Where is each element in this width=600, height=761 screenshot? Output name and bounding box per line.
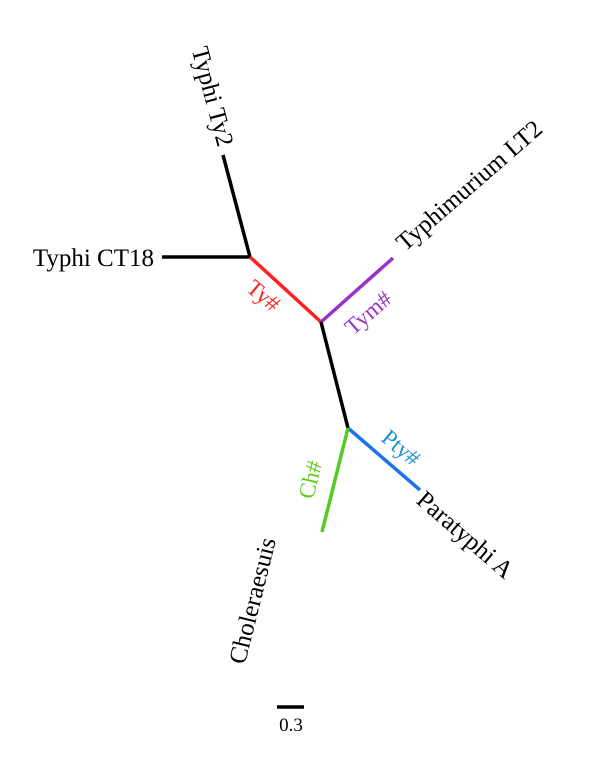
scale-bar-label: 0.3 xyxy=(279,715,303,736)
leaf-label-typhi-ct18: Typhi CT18 xyxy=(33,245,154,272)
branch-label-ch: Ch# xyxy=(294,457,328,501)
leaf-label-typhi-ty2: Typhi Ty2 xyxy=(186,44,239,150)
branch-label-tym: Tym# xyxy=(340,286,397,340)
branch-ty xyxy=(248,255,323,324)
leaf-labels: Typhi Ty2 Typhi CT18 Typhimurium LT2 Par… xyxy=(33,44,548,667)
branches xyxy=(162,154,422,533)
branch-label-ty: Ty# xyxy=(242,275,286,317)
branch-tym xyxy=(319,256,395,324)
branch-typhi-ty2 xyxy=(221,154,252,258)
branch-ch xyxy=(320,427,350,533)
leaf-label-paratyphi-a: Paratyphi A xyxy=(411,486,518,584)
scale-bar: 0.3 xyxy=(277,705,304,736)
branch-label-pty: Pty# xyxy=(377,425,426,472)
branch-pty xyxy=(346,426,422,492)
leaf-label-choleraesuis: Choleraesuis xyxy=(224,535,281,667)
branch-internal-stem xyxy=(319,321,350,429)
leaf-label-typhimurium-lt2: Typhimurium LT2 xyxy=(391,115,548,256)
